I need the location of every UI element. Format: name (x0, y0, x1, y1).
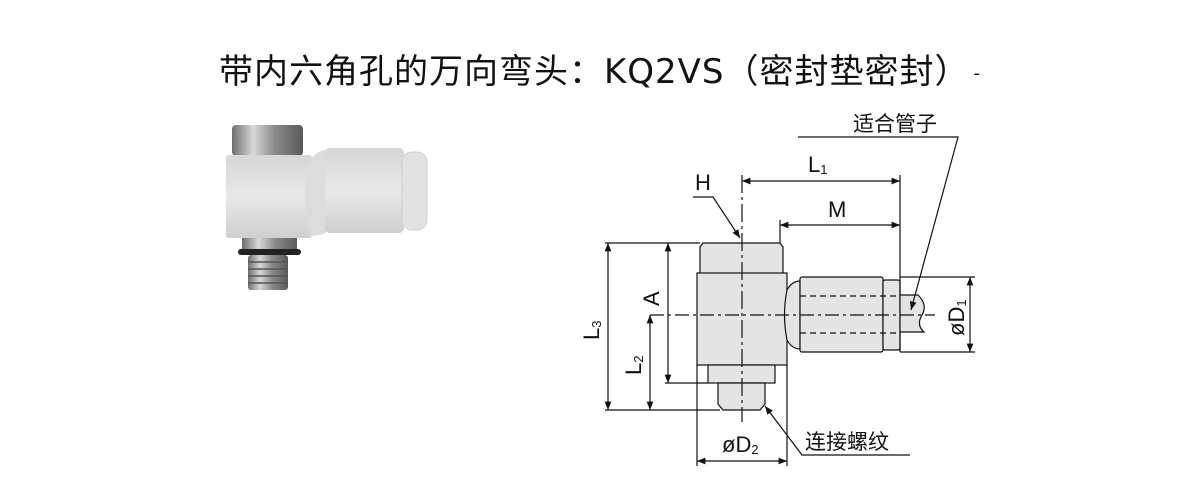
photo-hex-cap (232, 125, 303, 156)
photo-lower-metal (242, 238, 297, 250)
elbow-neck (783, 280, 801, 350)
page-title: 带内六角孔的万向弯头：KQ2VS（密封垫密封）- (0, 44, 1200, 93)
label-M: M (828, 197, 846, 222)
tube (900, 294, 926, 333)
photo-o-ring (238, 249, 301, 255)
dimension-labels: H L1 M A L3 L2 øD1 øD2 适合管子 连接螺纹 (579, 112, 969, 457)
product-photo (226, 125, 428, 290)
label-L3: L3 (579, 321, 604, 340)
extension-lines (605, 175, 975, 466)
thread-part (717, 382, 766, 411)
label-L2: L2 (621, 356, 646, 375)
photo-thread (248, 255, 288, 290)
photo-elbow (305, 150, 326, 236)
label-D2: øD2 (722, 432, 759, 457)
title-text: 带内六角孔的万向弯头：KQ2VS（密封垫密封） (218, 52, 970, 92)
label-H: H (695, 170, 711, 195)
photo-tube-holder (325, 148, 404, 233)
hidden-lines (800, 295, 900, 334)
technical-drawing (604, 136, 975, 466)
label-connection-thread: 连接螺纹 (805, 430, 889, 454)
photo-release-ring (401, 151, 428, 231)
leader-tube (798, 136, 959, 311)
photo-body (226, 155, 312, 238)
label-D1: øD1 (944, 299, 969, 336)
label-L1: L1 (808, 152, 827, 177)
leader-H (693, 196, 741, 239)
leader-thread (764, 405, 910, 456)
title-tail: - (973, 63, 982, 84)
label-A: A (639, 291, 664, 306)
label-applicable-tube: 适合管子 (853, 112, 937, 136)
